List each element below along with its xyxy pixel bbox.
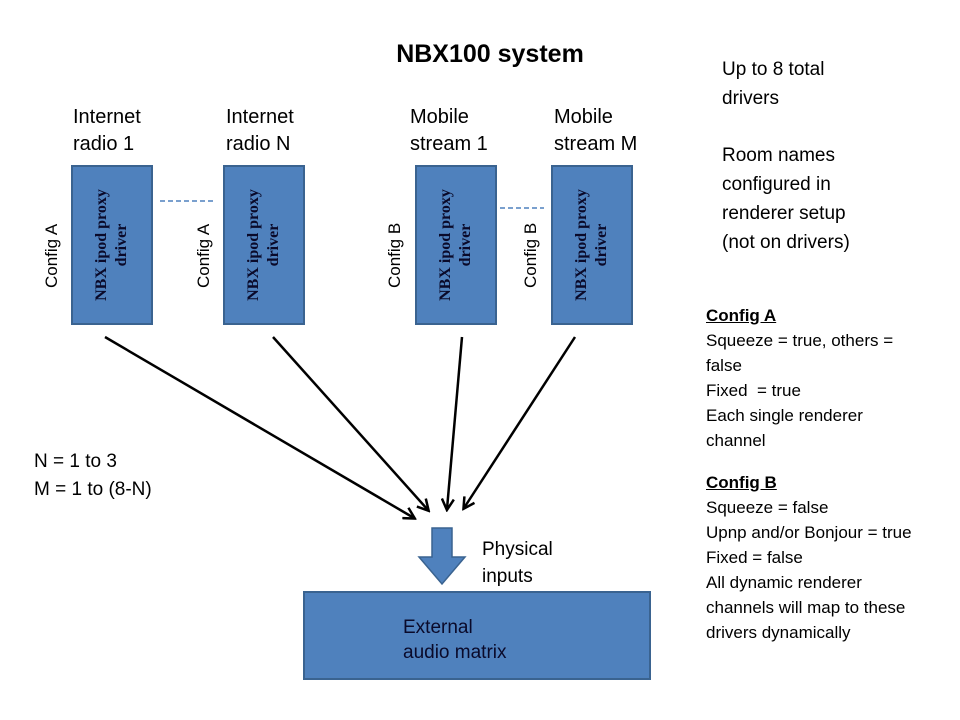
block-arrow-down-icon: [417, 527, 467, 586]
driver-box-internet-radio-1[interactable]: NBX ipod proxy driver: [71, 165, 153, 325]
config-a-heading: Config A: [706, 306, 777, 325]
matrix-label-line1: External: [403, 617, 473, 638]
arrow-from-mobile-stream-1: [447, 336, 464, 509]
range-n: N = 1 to 3: [34, 451, 117, 472]
source-label-line1: Internet: [73, 106, 141, 128]
config-b-line: Squeeze = false: [706, 498, 829, 517]
physical-inputs-line1: Physical: [482, 539, 553, 560]
source-label-line1: Mobile: [554, 106, 613, 128]
driver-box-mobile-stream-1[interactable]: NBX ipod proxy driver: [415, 165, 497, 325]
room-names-note: Room names configured in renderer setup …: [722, 141, 850, 257]
arrow-from-internet-radio-1: [104, 335, 414, 518]
source-label-line2: stream M: [554, 133, 638, 155]
range-m: M = 1 to (8-N): [34, 479, 152, 500]
source-label-line2: stream 1: [410, 133, 488, 155]
driver-box-internet-radio-n[interactable]: NBX ipod proxy driver: [223, 165, 305, 325]
range-notes: N = 1 to 3 M = 1 to (8-N): [34, 448, 152, 504]
driver-box-mobile-stream-m[interactable]: NBX ipod proxy driver: [551, 165, 633, 325]
note-line: (not on drivers): [722, 232, 850, 253]
physical-inputs-label: Physical inputs: [482, 536, 553, 590]
source-label-mobile-stream-m: Mobile stream M: [554, 104, 637, 158]
arrow-from-internet-radio-n: [272, 336, 428, 510]
config-b-line: channels will map to these: [706, 598, 906, 617]
external-audio-matrix-box[interactable]: External audio matrix: [303, 591, 651, 680]
arrow-from-mobile-stream-m: [464, 336, 577, 508]
config-a-line: Each single renderer: [706, 406, 863, 425]
diagram-title: NBX100 system: [396, 40, 584, 68]
config-a-line: false: [706, 356, 742, 375]
physical-inputs-line2: inputs: [482, 566, 533, 587]
config-a-line: Fixed = true: [706, 381, 801, 400]
config-b-heading: Config B: [706, 473, 777, 492]
matrix-label-line2: audio matrix: [403, 642, 507, 663]
source-label-internet-radio-1: Internet radio 1: [73, 104, 141, 158]
config-b-line: Upnp and/or Bonjour = true: [706, 523, 912, 542]
note-line: renderer setup: [722, 203, 846, 224]
source-label-internet-radio-n: Internet radio N: [226, 104, 294, 158]
total-drivers-note: Up to 8 total drivers: [722, 55, 824, 113]
matrix-label: External audio matrix: [403, 615, 507, 665]
config-b-line: Fixed = false: [706, 548, 803, 567]
source-label-line1: Mobile: [410, 106, 469, 128]
config-a-block: Config A Squeeze = true, others = false …: [706, 303, 956, 453]
source-label-line2: radio N: [226, 133, 291, 155]
config-b-block: Config B Squeeze = false Upnp and/or Bon…: [706, 470, 956, 645]
source-label-mobile-stream-1: Mobile stream 1: [410, 104, 488, 158]
note-line: Up to 8 total: [722, 59, 825, 80]
note-line: drivers: [722, 88, 780, 109]
config-a-line: channel: [706, 431, 766, 450]
note-line: Room names: [722, 145, 835, 166]
note-line: configured in: [722, 174, 831, 195]
config-b-line: All dynamic renderer: [706, 573, 862, 592]
config-a-line: Squeeze = true, others =: [706, 331, 894, 350]
config-b-line: drivers dynamically: [706, 623, 851, 642]
source-label-line2: radio 1: [73, 133, 135, 155]
source-label-line1: Internet: [226, 106, 294, 128]
